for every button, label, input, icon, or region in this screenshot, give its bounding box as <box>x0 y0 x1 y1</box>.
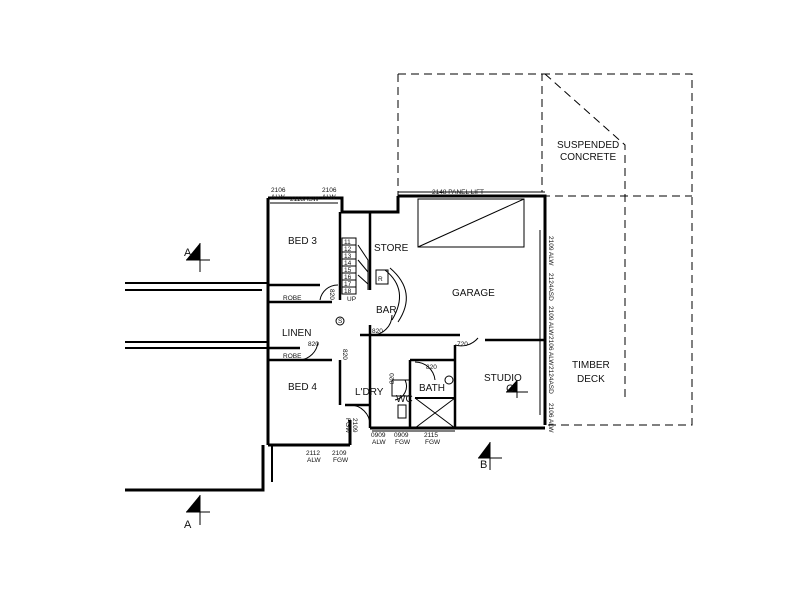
panel-lift-door <box>398 191 545 248</box>
section-marker-a-top: A <box>184 243 210 272</box>
stair-step-16: 16 <box>344 274 352 281</box>
door-820-stair: 820 <box>328 289 335 300</box>
smoke-detector-icon <box>335 316 345 326</box>
dim-2106-alw-2-type: ALW <box>322 194 336 201</box>
room-timber: TIMBER <box>572 360 610 371</box>
deck-outline <box>397 73 693 426</box>
section-a-bottom-label: A <box>184 519 192 531</box>
internal-walls <box>268 212 545 429</box>
dim-2109-fgw-a-type: FGW <box>333 457 349 464</box>
bar-counter: R <box>375 267 407 323</box>
stair-step-12: 12 <box>344 246 352 253</box>
panel-lift-label: 2148 PANEL LIFT <box>432 189 484 196</box>
room-bar: BAR <box>376 305 397 316</box>
dim-2106-alw-1-type: ALW <box>271 194 285 201</box>
external-walls <box>125 194 547 492</box>
dim-2118asw: 2118ASW <box>290 196 320 203</box>
stair: 11 12 13 14 15 16 17 18 UP <box>341 237 369 303</box>
room-bed-3: BED 3 <box>288 236 317 247</box>
stair-step-14: 14 <box>344 260 352 267</box>
stair-step-15: 15 <box>344 267 352 274</box>
room-linen: LINEN <box>282 328 311 339</box>
stair-step-18: 18 <box>344 288 352 295</box>
dim-2109-fgw-side-type: FGW <box>344 418 351 434</box>
area-suspended: SUSPENDED <box>557 140 619 151</box>
door-820-wc: 820 <box>389 373 396 384</box>
dim-2109-fgw-a: 2109 <box>332 450 347 457</box>
robe-lower-label: ROBE <box>283 353 302 360</box>
stair-up-label: UP <box>347 296 356 303</box>
door-820-bar: 820 <box>372 328 383 335</box>
door-820-bath: 820 <box>426 364 437 371</box>
stair-step-17: 17 <box>344 281 352 288</box>
room-bed-4: BED 4 <box>288 382 317 393</box>
door-720-studio: 720 <box>457 341 468 348</box>
smoke-detector-label: S <box>338 318 343 325</box>
dim-0909-alw-type: ALW <box>372 439 386 446</box>
dim-2124asd-right-1: 2124ASD <box>547 273 554 301</box>
section-marker-a-bottom: A <box>184 495 210 531</box>
dim-2109-alw-right-2: 2109 ALW <box>547 306 554 336</box>
dim-2106-alw-2: 2106 <box>322 187 337 194</box>
dim-2112-type: ALW <box>307 457 321 464</box>
dim-2106-alw-right-2: 2106 ALW <box>547 403 554 433</box>
room-deck: DECK <box>577 374 605 385</box>
dim-0909-alw: 0909 <box>371 432 386 439</box>
room-store: STORE <box>374 243 409 254</box>
room-laundry: L'DRY <box>355 387 384 398</box>
dim-2115: 2115 <box>424 432 438 439</box>
dim-0909-fgw-type: FGW <box>395 439 411 446</box>
door-swings <box>299 284 479 426</box>
door-820-linen: 820 <box>308 341 319 348</box>
section-marker-b: B <box>478 442 502 471</box>
section-b-label: B <box>480 459 487 471</box>
dim-2109-alw-right: 2109 ALW <box>547 236 554 266</box>
stair-step-13: 13 <box>344 253 352 260</box>
section-a-top-label: A <box>184 247 192 259</box>
room-studio: STUDIO <box>484 373 522 384</box>
windows <box>270 202 541 445</box>
room-wc: WC <box>396 394 413 405</box>
refrigerator-label: R <box>378 276 383 283</box>
room-bath: BATH <box>419 383 445 394</box>
dim-2115-type: FGW <box>425 439 441 446</box>
dim-2124asd-right-2: 2124ASD <box>547 366 554 394</box>
dim-2109-fgw-side: 2109 <box>351 418 358 433</box>
door-820-hall: 820 <box>341 349 348 360</box>
section-marker-c: C <box>506 380 528 398</box>
dim-2106-alw-right: 2106 ALW <box>547 336 554 366</box>
stair-step-11: 11 <box>344 239 351 246</box>
section-c-label: C <box>506 383 514 395</box>
area-concrete: CONCRETE <box>560 152 616 163</box>
dim-2106-alw-1: 2106 <box>271 187 286 194</box>
dim-0909-fgw: 0909 <box>394 432 409 439</box>
room-garage: GARAGE <box>452 288 495 299</box>
dim-2112: 2112 <box>306 450 320 457</box>
robe-upper-label: ROBE <box>283 295 302 302</box>
